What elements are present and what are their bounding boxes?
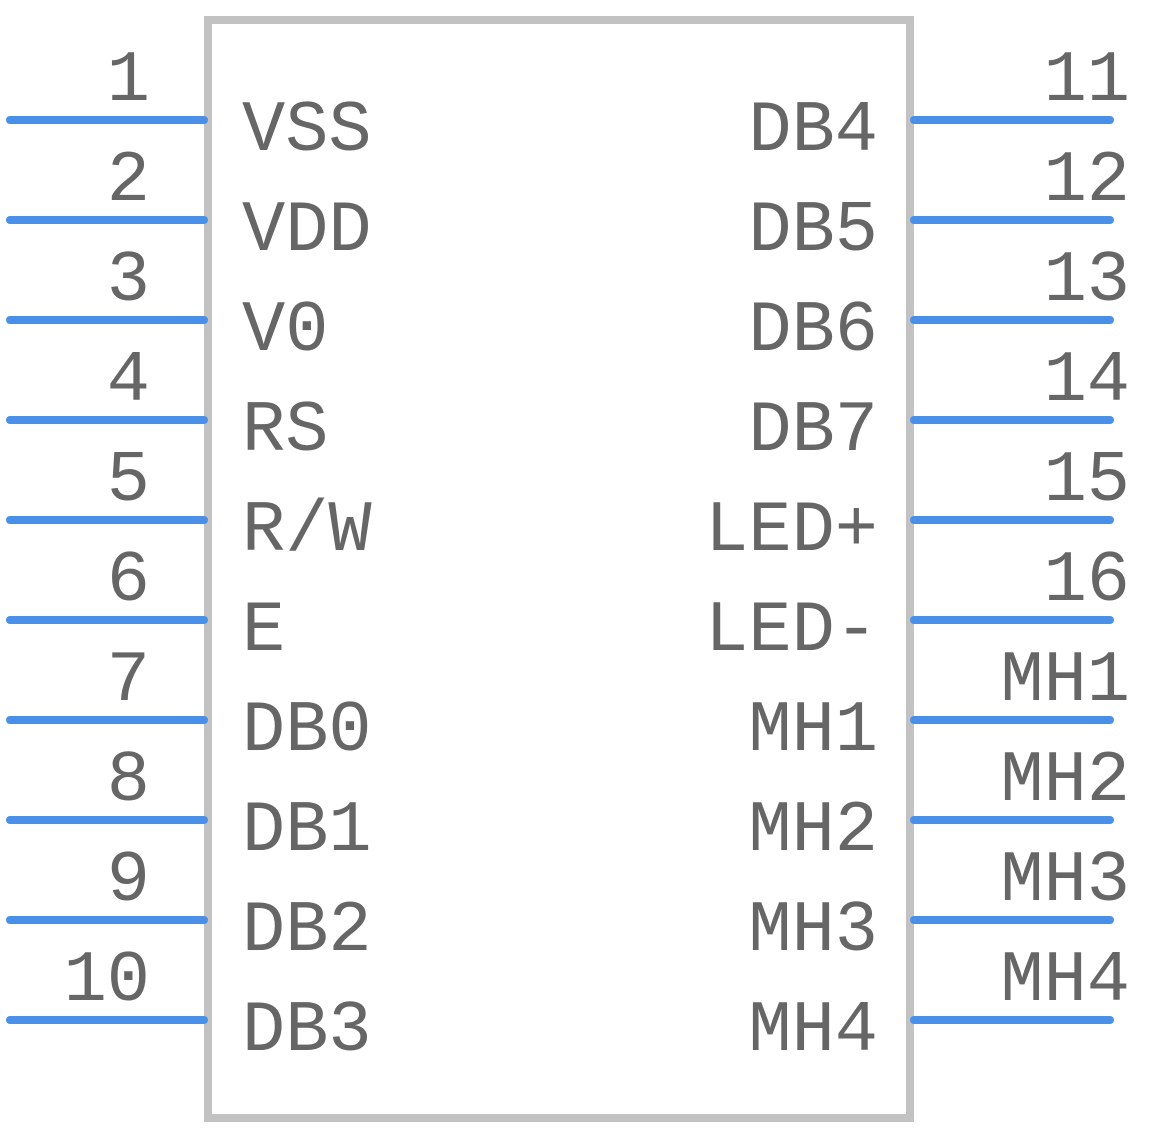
pin-number: MH2 — [1000, 740, 1130, 822]
pin-name: DB7 — [748, 390, 878, 472]
pin-name: RS — [242, 390, 328, 472]
pin-number: 13 — [1044, 240, 1130, 322]
pin-name: DB6 — [748, 290, 878, 372]
pin-number: 9 — [107, 840, 150, 922]
pin-number: 7 — [107, 640, 150, 722]
pin-name: DB5 — [748, 190, 878, 272]
pin-name: MH4 — [748, 990, 878, 1072]
pin-number: 12 — [1044, 140, 1130, 222]
pin-number: 6 — [107, 540, 150, 622]
pin-name: V0 — [242, 290, 328, 372]
pin-number: 16 — [1044, 540, 1130, 622]
pin-number: 2 — [107, 140, 150, 222]
pin-name: DB1 — [242, 790, 372, 872]
pin-number: 14 — [1044, 340, 1130, 422]
pin-number: 1 — [107, 40, 150, 122]
pin-number: 3 — [107, 240, 150, 322]
pin-number: MH3 — [1000, 840, 1130, 922]
pin-name: LED- — [705, 590, 878, 672]
pin-name: DB3 — [242, 990, 372, 1072]
pin-name: DB2 — [242, 890, 372, 972]
pin-name: MH2 — [748, 790, 878, 872]
pin-name: DB4 — [748, 90, 878, 172]
pin-name: MH1 — [748, 690, 878, 772]
pin-name: DB0 — [242, 690, 372, 772]
pin-left-5: 5R/W — [6, 440, 372, 572]
pin-left-4: 4RS — [6, 340, 328, 472]
pin-name: MH3 — [748, 890, 878, 972]
pins-layer: 1VSS2VDD3V04RS5R/W6E7DB08DB19DB210DB311D… — [6, 40, 1130, 1072]
pin-name: VSS — [242, 90, 372, 172]
component-body — [204, 16, 914, 1122]
pin-number: MH1 — [1000, 640, 1130, 722]
pin-number: 4 — [107, 340, 150, 422]
pin-left-3: 3V0 — [6, 240, 328, 372]
pin-number: 11 — [1044, 40, 1130, 122]
pin-number: 8 — [107, 740, 150, 822]
pin-name: LED+ — [705, 490, 878, 572]
pin-name: E — [242, 590, 285, 672]
pin-left-6: 6E — [6, 540, 285, 672]
pin-number: MH4 — [1000, 940, 1130, 1022]
pin-number: 5 — [107, 440, 150, 522]
pin-number: 10 — [64, 940, 150, 1022]
pin-number: 15 — [1044, 440, 1130, 522]
pin-name: VDD — [242, 190, 372, 272]
pin-name: R/W — [242, 490, 372, 572]
